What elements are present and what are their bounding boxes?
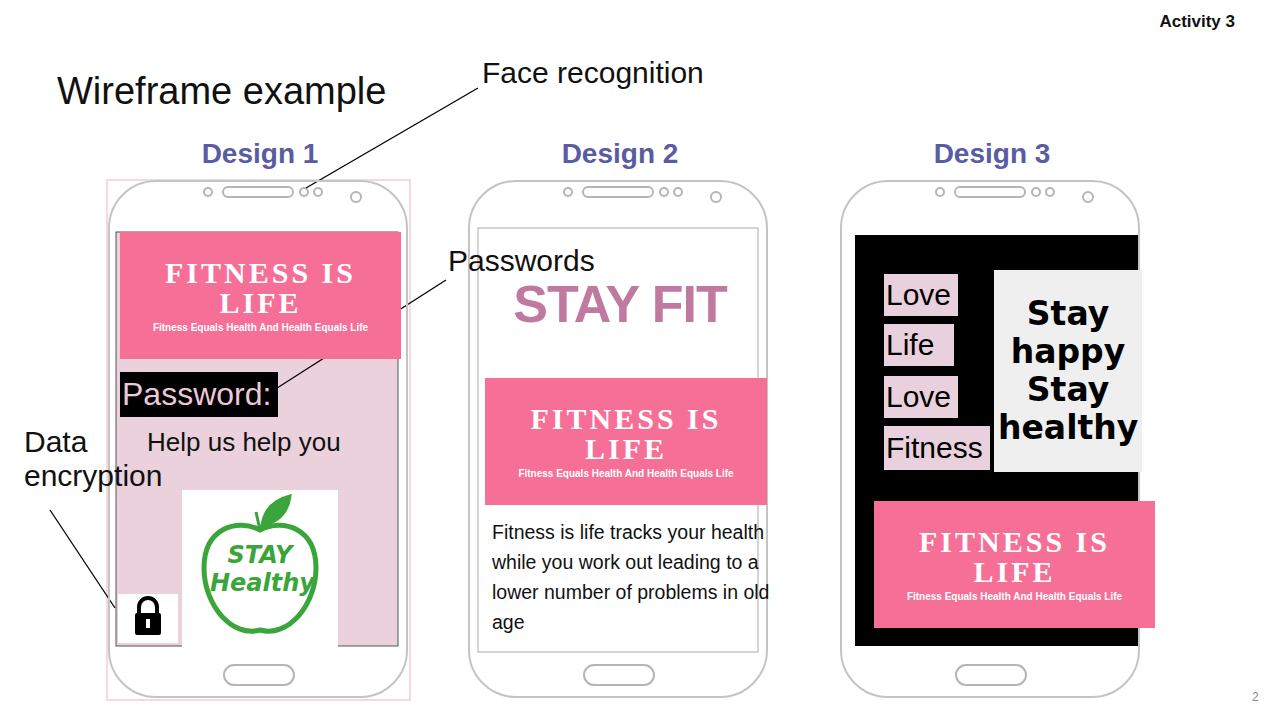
page-number: 2 bbox=[1252, 690, 1272, 704]
logo-tagline: Fitness Equals Health And Health Equals … bbox=[907, 591, 1122, 602]
logo-banner: FITNESS IS LIFE Fitness Equals Health And… bbox=[874, 501, 1155, 628]
word-text: Fitness bbox=[886, 431, 983, 465]
word-tile: Love bbox=[884, 274, 958, 316]
activity-number: Activity 3 bbox=[1100, 12, 1235, 32]
field-label: Password: bbox=[122, 376, 271, 413]
body-text: Fitness is life tracks your health while… bbox=[492, 517, 770, 637]
sticker-image: Stay happy Stay healthy bbox=[994, 270, 1142, 472]
word-tile: Fitness bbox=[884, 426, 990, 470]
frame-outline bbox=[107, 180, 410, 700]
leader-line bbox=[50, 510, 115, 608]
word-tile: Life bbox=[884, 324, 954, 366]
logo-text: FITNESS IS LIFE bbox=[900, 527, 1130, 587]
logo-text: FITNESS IS LIFE bbox=[511, 404, 741, 464]
logo-banner: FITNESS IS LIFE Fitness Equals Health And… bbox=[120, 232, 401, 359]
word-text: Life bbox=[886, 328, 934, 362]
design-heading: Design 3 bbox=[842, 138, 1142, 170]
slide-title: Wireframe example bbox=[57, 70, 386, 113]
design-heading: Design 2 bbox=[470, 138, 770, 170]
apple-logo: STAY Healthy bbox=[182, 490, 338, 647]
lock-icon bbox=[118, 594, 178, 643]
callout-label: Data encryption bbox=[24, 425, 189, 493]
phone-frame: Design 1Help us help youFITNESS IS LIFEF… bbox=[108, 180, 408, 698]
sticker-text: Stay happy Stay healthy bbox=[998, 295, 1138, 447]
logo-text: FITNESS IS LIFE bbox=[146, 258, 376, 318]
logo-text: STAY Healthy bbox=[210, 541, 310, 597]
logo-tagline: Fitness Equals Health And Health Equals … bbox=[153, 322, 368, 333]
logo-banner: FITNESS IS LIFE Fitness Equals Health And… bbox=[485, 378, 767, 505]
body-text: Help us help you bbox=[147, 427, 397, 458]
word-text: Love bbox=[886, 380, 951, 414]
callout-label: Passwords bbox=[448, 244, 648, 278]
word-text: Love bbox=[886, 278, 951, 312]
phone-frame: Design 3LoveLifeLoveFitnessStay happy St… bbox=[840, 180, 1140, 698]
logo-tagline: Fitness Equals Health And Health Equals … bbox=[518, 468, 733, 479]
headline: STAY FIT bbox=[470, 274, 770, 334]
callout-label: Face recognition bbox=[482, 56, 782, 90]
design-heading: Design 1 bbox=[110, 138, 410, 170]
word-tile: Love bbox=[884, 376, 958, 418]
password-field: Password: bbox=[120, 372, 278, 417]
